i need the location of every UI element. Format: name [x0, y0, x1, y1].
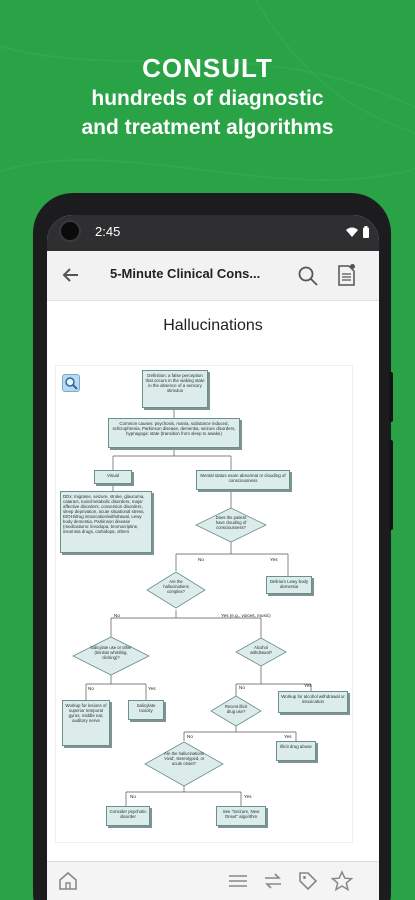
- volume-button: [389, 440, 393, 530]
- document-icon[interactable]: [337, 263, 357, 287]
- box-workup-alcohol: Workup for alcohol withdrawal or intoxic…: [278, 691, 348, 713]
- menu-icon[interactable]: [227, 870, 249, 892]
- label-no-1: No: [198, 557, 204, 562]
- diamond-alcohol: [235, 637, 287, 667]
- box-illicit-drug: Illicit drug abuse: [276, 741, 316, 761]
- label-yes-2: Yes (e.g., voices, music): [221, 613, 271, 618]
- label-no-2: No: [114, 613, 120, 618]
- diamond-vivid: [144, 741, 224, 787]
- page-title: Hallucinations: [163, 317, 263, 334]
- promo-subline-2: and treatment algorithms: [81, 116, 334, 139]
- battery-icon: [363, 226, 369, 238]
- bottom-navigation: [47, 861, 379, 900]
- box-delirium: Delirium Lewy body dementia: [266, 576, 312, 594]
- algorithm-flowchart[interactable]: Definition: a false perception that occu…: [55, 365, 353, 843]
- camera-icon: [59, 220, 81, 242]
- diamond-clouding: [195, 507, 267, 543]
- label-no-3: No: [88, 686, 94, 691]
- swap-icon[interactable]: [262, 870, 284, 892]
- diamond-recent-drug: [210, 695, 262, 727]
- home-icon[interactable]: [57, 870, 79, 892]
- box-definition: Definition: a false perception that occu…: [142, 370, 208, 408]
- diamond-complex-text: Are the hallucinations complex?: [163, 579, 189, 594]
- label-yes-4: Yes: [304, 683, 312, 688]
- label-no-4: No: [239, 685, 245, 690]
- box-workup-lesions: Workup for lesions of superior temporal …: [62, 700, 110, 746]
- zoom-icon[interactable]: [62, 374, 80, 392]
- label-no-5: No: [187, 734, 193, 739]
- phone-screen: 2:45 5-Minute Clinical Cons... Hallucina…: [47, 215, 379, 900]
- diamond-recent-drug-text: Recent illicit drug use?: [224, 704, 248, 714]
- flowchart-connectors: [85, 408, 312, 806]
- star-icon[interactable]: [331, 870, 353, 892]
- wifi-icon: [346, 227, 358, 237]
- diamond-clouding-text: Does the patient have clouding of consci…: [215, 515, 247, 530]
- box-seizure: See “Seizure, New Onset” algorithm: [216, 806, 266, 826]
- diamond-alcohol-text: Alcohol withdrawal?: [249, 645, 273, 655]
- box-ddx: DDx: migraine, seizure, stroke, glaucoma…: [60, 491, 152, 553]
- box-salicylate-toxicity: Salicylate toxicity: [128, 700, 164, 720]
- label-yes-1: Yes: [270, 557, 278, 562]
- diamond-complex: [146, 571, 206, 609]
- promo-headline: CONSULT hundreds of diagnostic and treat…: [0, 52, 415, 142]
- arrow-back-icon[interactable]: [61, 265, 81, 285]
- label-yes-3: Yes: [148, 686, 156, 691]
- promo-title: CONSULT: [142, 53, 273, 83]
- label-yes-6: Yes: [244, 794, 252, 799]
- search-icon[interactable]: [297, 265, 319, 287]
- promo-subline-1: hundreds of diagnostic: [91, 87, 324, 110]
- diamond-vivid-text: Are the hallucinations ‘vivid’, stereoty…: [163, 751, 205, 766]
- content-area[interactable]: Hallucinations: [47, 301, 379, 861]
- status-time: 2:45: [95, 224, 121, 239]
- label-no-6: No: [130, 794, 136, 799]
- system-icons: [346, 226, 369, 238]
- status-bar: 2:45: [47, 215, 379, 251]
- app-bar: 5-Minute Clinical Cons...: [47, 251, 379, 301]
- app-title: 5-Minute Clinical Cons...: [110, 266, 261, 281]
- power-button: [389, 372, 393, 422]
- box-common-causes: Common causes: psychosis, mania, substan…: [108, 418, 240, 448]
- diamond-salicylate-text: Salicylate use or other (tinnitus whistl…: [90, 645, 132, 660]
- box-mental-status: Mental status exam abnormal or clouding …: [196, 470, 290, 490]
- label-yes-5: Yes: [284, 734, 292, 739]
- box-psychotic: Consider psychotic disorder: [106, 806, 150, 826]
- tag-icon[interactable]: [297, 870, 319, 892]
- box-visual: Visual: [94, 470, 132, 484]
- diamond-salicylate: [72, 636, 150, 676]
